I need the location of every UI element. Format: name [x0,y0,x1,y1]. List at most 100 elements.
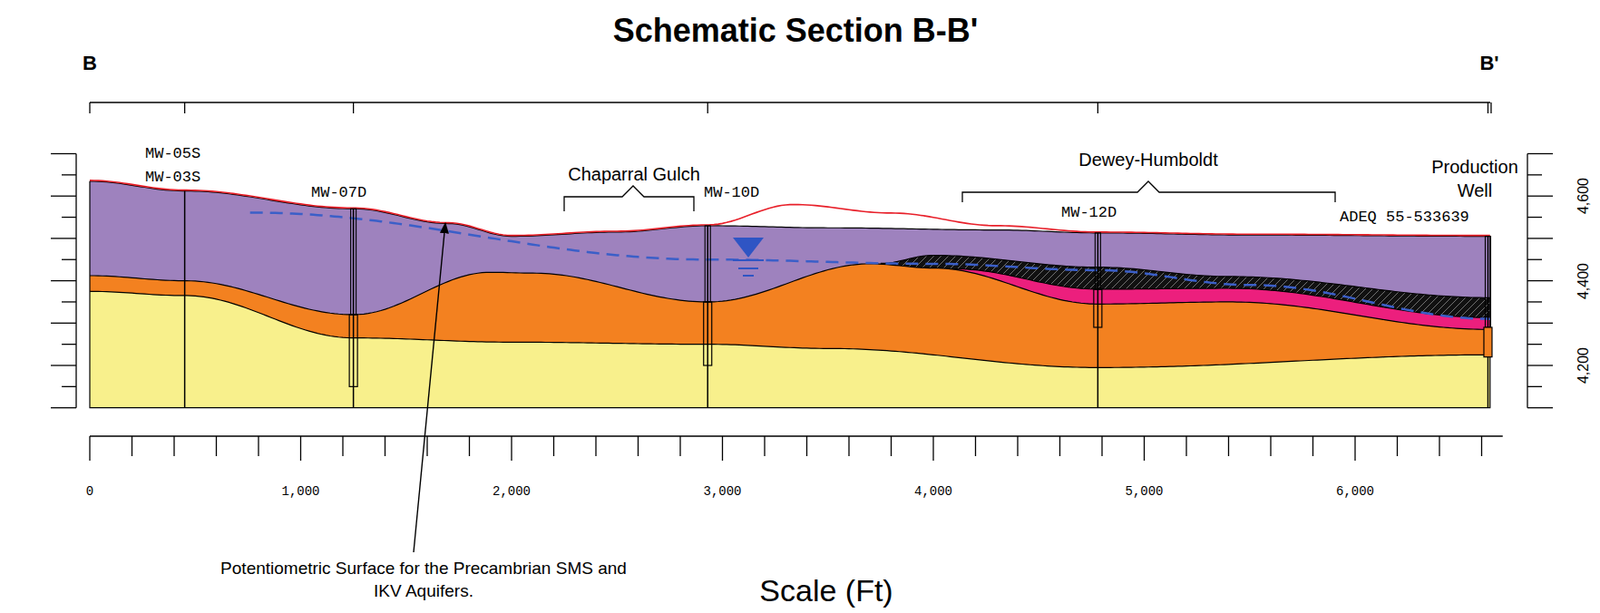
scale-tick [1354,436,1356,461]
scale-tick [300,436,302,461]
scale-tick [1143,436,1145,461]
axis-tick [61,386,77,388]
potentiometric-surface [250,212,1491,319]
scale-tick [468,436,470,457]
top-bar-tick [352,102,354,114]
scale-tick [1269,436,1271,457]
well-label: MW-07D [311,184,367,203]
strata [89,181,1491,409]
top-bar-tick [184,102,186,114]
axis-tick [1527,322,1553,324]
well-screen [349,314,358,387]
ground-line [89,181,1491,237]
well-label: MW-03S [145,168,201,187]
axis-tick [1527,407,1553,409]
axis-tick [1527,216,1542,218]
axis-tick [1527,386,1542,388]
scale-tick [131,436,133,457]
yellow-unit [89,291,1491,408]
axis-tick [1527,259,1542,261]
scale-number: 1,000 [281,484,320,500]
scale-tick [595,436,596,457]
water-level-symbol [732,237,764,276]
scale-tick [88,436,90,461]
scale-tick [173,436,175,457]
well-casing [351,208,357,315]
scale-number: 4,000 [914,484,953,500]
contact-line [89,291,1491,368]
axis-tick [1527,153,1553,155]
wells [185,191,1493,409]
title: Schematic Section B-B' [613,10,979,50]
axis-tick [50,153,77,155]
black-unit [880,255,1491,331]
section-end-label: B' [1479,51,1499,76]
section-frame [89,181,1491,409]
contact-line [880,255,1491,299]
scale-tick [510,436,512,461]
well-line [1487,236,1490,409]
axis-tick [1527,343,1542,345]
top-bar-tick [1487,102,1489,114]
scale-tick [932,436,934,461]
scale-tick [848,436,849,457]
elevation-label: 4,400 [1574,263,1592,300]
scale-number: 3,000 [702,484,742,500]
scale-tick [215,436,217,457]
axis-tick [1527,195,1553,197]
axis-tick [61,174,77,176]
well-line [706,225,709,409]
scale-tick [637,436,639,457]
well-screen [703,302,713,366]
callout-note: Potentiometric Surface for the Precambri… [210,557,637,603]
scale-tick [553,436,555,457]
purple-unit [89,181,1491,409]
scale-tick [1101,436,1103,457]
bracket [962,181,1336,203]
well-line [352,208,355,408]
scale-tick [890,436,892,457]
scale-tick [426,436,428,457]
scale-bar [89,435,1503,437]
scale-tick [1016,436,1018,457]
axis-tick [50,195,77,197]
axis-tick [1527,301,1542,303]
axis-tick [1527,280,1553,282]
scale-label: Scale (Ft) [759,572,893,610]
bracket [564,185,694,212]
axis-tick [50,237,77,239]
axis-tick [61,343,77,345]
top-bar-tick [1490,102,1492,114]
scale-number: 6,000 [1336,484,1375,500]
scale-tick [1059,436,1061,457]
pink-unit [954,269,1491,331]
scale-tick [679,436,681,457]
scale-number: 2,000 [492,484,531,500]
scale-tick [384,436,386,457]
well-line [184,191,186,409]
axis-tick [50,407,77,409]
well-label: MW-05S [145,145,201,164]
scale-tick [806,436,808,457]
elevation-label: 4,600 [1574,177,1592,215]
elevation-label: 4,200 [1574,347,1592,384]
axis-tick [50,322,77,324]
scale-tick [257,436,259,457]
scale-tick [1438,436,1440,457]
scale-tick [341,436,343,457]
contact-line [89,263,1491,330]
well-casing [704,225,711,303]
axis-tick [61,301,77,303]
axis-tick [1527,237,1553,239]
place-label: Chaparral Gulch [567,163,701,186]
scale-tick [1228,436,1230,457]
well-label: ADEQ 55-533639 [1339,208,1470,227]
scale-tick [1396,436,1398,457]
axis-tick [50,280,77,282]
well-screen [1483,327,1493,358]
axis-tick [50,364,77,366]
scale-number: 0 [86,484,94,500]
